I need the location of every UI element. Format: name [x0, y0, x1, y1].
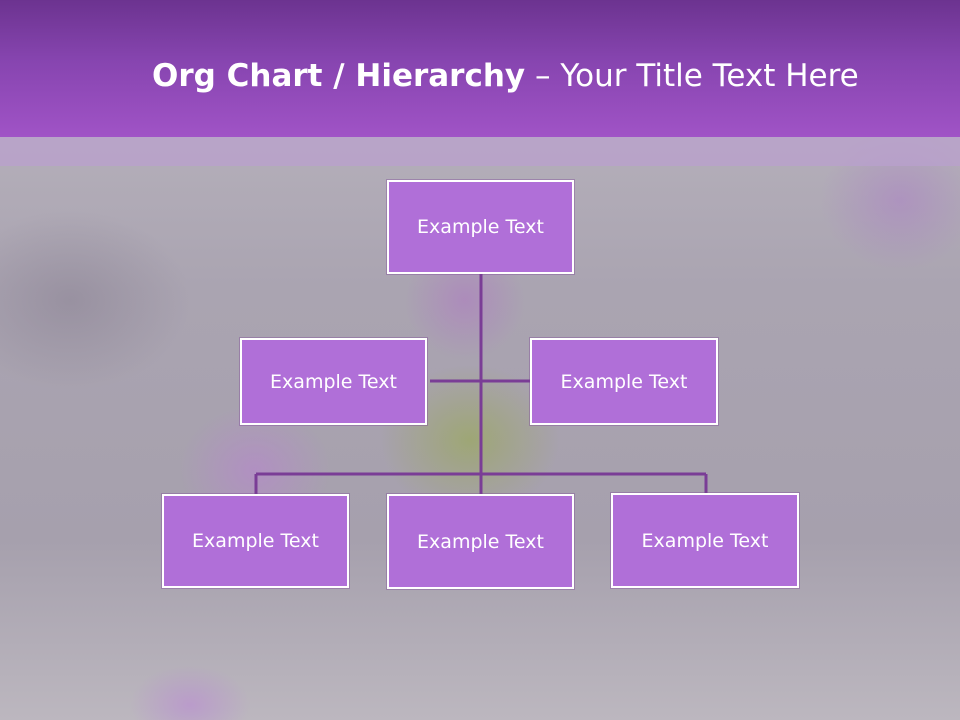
- page-title: Org Chart / Hierarchy – Your Title Text …: [152, 52, 859, 100]
- header-band: [0, 137, 960, 166]
- org-box-child-right[interactable]: Example Text: [611, 493, 799, 588]
- title-bold-part: Org Chart / Hierarchy: [152, 58, 526, 94]
- org-box-assistant-right[interactable]: Example Text: [530, 338, 718, 425]
- org-box-root[interactable]: Example Text: [387, 180, 574, 274]
- title-separator: –: [525, 58, 561, 94]
- org-box-assistant-left[interactable]: Example Text: [240, 338, 427, 425]
- org-box-child-center[interactable]: Example Text: [387, 494, 574, 589]
- org-box-child-left[interactable]: Example Text: [162, 494, 349, 588]
- header-bar: [0, 0, 960, 137]
- title-rest-part: Your Title Text Here: [560, 58, 859, 94]
